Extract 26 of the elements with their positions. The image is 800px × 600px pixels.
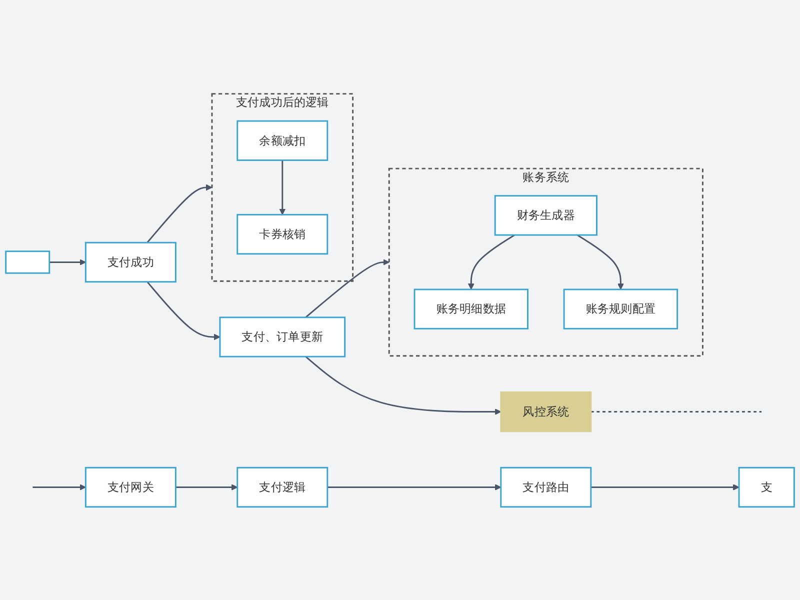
node-box: 支付逻辑 bbox=[236, 466, 328, 508]
connector bbox=[590, 410, 762, 412]
arrow bbox=[327, 484, 502, 490]
node-box: 支付网关 bbox=[84, 466, 176, 508]
arrow bbox=[146, 184, 212, 243]
arrow bbox=[305, 258, 390, 318]
node-box: 支付成功 bbox=[84, 242, 176, 282]
arrow bbox=[305, 356, 502, 415]
arrow bbox=[468, 234, 515, 290]
arrow bbox=[176, 484, 238, 490]
node-box: 财务生成器 bbox=[494, 194, 598, 236]
node-box: 卡券核销 bbox=[236, 214, 328, 254]
arrow bbox=[279, 160, 286, 215]
node-box: 风控系统 bbox=[500, 391, 592, 432]
arrow bbox=[146, 281, 220, 340]
node-box: 账务明细数据 bbox=[414, 288, 528, 330]
node-box: 余额减扣 bbox=[236, 120, 328, 161]
node-box bbox=[5, 250, 50, 274]
arrow bbox=[590, 484, 740, 490]
node-box: 账务规则配置 bbox=[563, 288, 678, 330]
arrow bbox=[32, 484, 86, 490]
node-box: 支付路由 bbox=[500, 466, 592, 508]
arrow bbox=[576, 234, 624, 290]
node-box: 支 bbox=[738, 466, 795, 508]
arrow bbox=[49, 258, 86, 266]
node-box: 支付、订单更新 bbox=[219, 316, 346, 357]
